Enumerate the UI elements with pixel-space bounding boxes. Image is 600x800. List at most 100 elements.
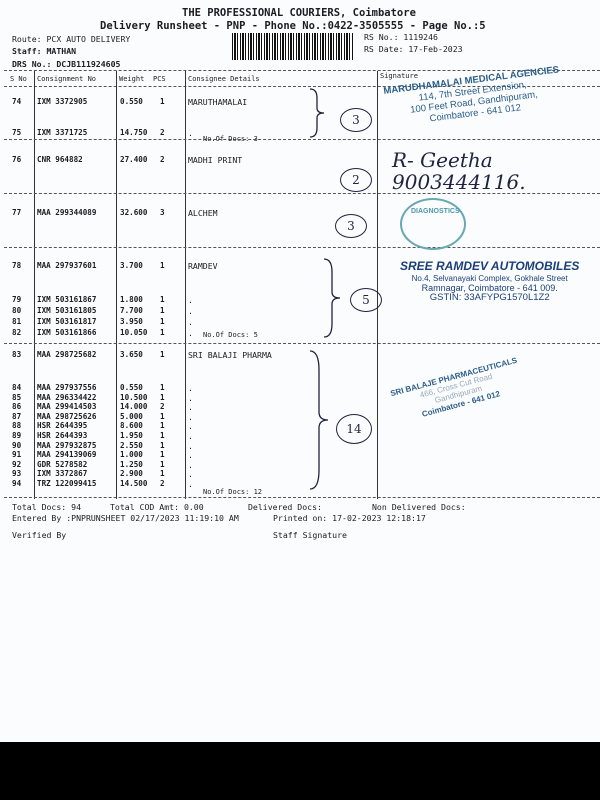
cell-pcs: 1 — [160, 328, 165, 337]
cell-wt: 0.550 — [120, 97, 143, 106]
cell-sno: 79 — [12, 295, 22, 304]
col-pcs: PCS — [153, 75, 166, 83]
cell-cn: MAA 299344089 — [37, 208, 97, 217]
col-sno: S No — [10, 75, 27, 83]
cell-wt: 3.650 — [120, 350, 143, 359]
brace-mark — [323, 258, 341, 338]
cell-wt: 1.950 — [120, 431, 143, 440]
handwritten-count: 5 — [350, 288, 382, 312]
cell-consignee: . — [188, 479, 193, 489]
total-cod: Total COD Amt: 0.00 — [110, 502, 204, 512]
cell-cn: CNR 964882 — [37, 155, 83, 164]
cell-wt: 1.800 — [120, 295, 143, 304]
handwritten-count: 14 — [336, 414, 372, 444]
cell-pcs: 1 — [160, 350, 165, 359]
company-title: THE PROFESSIONAL COURIERS, Coimbatore — [182, 7, 416, 19]
cell-wt: 1.000 — [120, 450, 143, 460]
cell-cn: IXM 503161805 — [37, 306, 97, 315]
cell-cn: TRZ 122099415 — [37, 479, 97, 488]
cell-consignee: . — [188, 383, 193, 393]
cell-cn: IXM 3372867 — [37, 469, 88, 479]
cell-consignee: . — [188, 306, 193, 316]
cell-cn: MAA 299414503 — [37, 402, 97, 412]
docs-count-group3: No.Of Docs: 12 — [203, 488, 263, 496]
cell-consignee: RAMDEV — [188, 261, 218, 271]
cell-pcs: 1 — [160, 317, 165, 326]
entered-by: Entered By :PNPRUNSHEET 02/17/2023 11:19… — [12, 513, 239, 523]
cell-cn: IXM 3371725 — [37, 128, 88, 137]
cell-cn: MAA 294139069 — [37, 450, 97, 460]
cell-wt: 0.550 — [120, 383, 143, 392]
cell-sno: 89 — [12, 431, 22, 440]
cell-pcs: 1 — [160, 97, 165, 106]
cell-pcs: 1 — [160, 383, 165, 392]
cell-consignee: . — [188, 450, 193, 461]
brace-mark — [309, 350, 329, 490]
cell-sno: 94 — [12, 479, 22, 488]
cell-cn: IXM 503161866 — [37, 328, 97, 337]
cell-sno: 78 — [12, 261, 22, 270]
cell-consignee: . — [188, 328, 193, 338]
cell-wt: 32.600 — [120, 208, 148, 217]
cell-sno: 80 — [12, 306, 22, 315]
cell-pcs: 1 — [160, 306, 165, 315]
scan-edge — [0, 742, 600, 800]
cell-cn: IXM 503161817 — [37, 317, 97, 326]
stamp-sri-balaje: SRI BALAJE PHARMACEUTICALS 466, Cross Cu… — [389, 355, 519, 419]
docs-count-group2: No.Of Docs: 5 — [203, 331, 258, 339]
cell-pcs: 2 — [160, 479, 165, 488]
cell-consignee: . — [188, 402, 193, 413]
receiver-phone: 9003444116. — [392, 170, 526, 194]
cell-consignee: . — [188, 431, 193, 441]
cell-cn: IXM 3372905 — [37, 97, 88, 106]
cell-consignee: . — [188, 128, 193, 138]
cell-cn: MAA 297937556 — [37, 383, 97, 392]
cell-pcs: 1 — [160, 450, 165, 460]
handwritten-count: 3 — [340, 108, 372, 132]
handwritten-count: 2 — [340, 168, 372, 192]
cell-consignee: MADHI PRINT — [188, 155, 243, 165]
rs-number: RS No.: 1119246 — [364, 32, 438, 42]
cell-pcs: 2 — [160, 402, 165, 412]
col-signature: Signature — [380, 72, 418, 80]
cell-sno: 75 — [12, 128, 22, 137]
staff-signature: Staff Signature — [273, 530, 347, 540]
cell-wt: 3.700 — [120, 261, 143, 270]
cell-cn: GDR 5278582 — [37, 459, 88, 469]
cell-sno: 77 — [12, 208, 22, 217]
cell-consignee: . — [188, 459, 193, 470]
cell-consignee: . — [188, 469, 193, 480]
cell-pcs: 1 — [160, 431, 165, 440]
cell-pcs: 1 — [160, 469, 165, 479]
cell-wt: 10.500 — [120, 392, 148, 402]
cell-cn: IXM 503161867 — [37, 295, 97, 304]
cell-wt: 14.000 — [120, 402, 148, 412]
docs-count-group1: No.Of Docs: 3 — [203, 135, 258, 143]
cell-sno: 88 — [12, 421, 22, 431]
cell-wt: 2.900 — [120, 469, 143, 479]
diagnostics-stamp: DIAGNOSTICS — [400, 198, 466, 250]
cell-consignee: . — [188, 440, 193, 451]
cell-cn: HSR 2644393 — [37, 431, 88, 440]
cell-sno: 74 — [12, 97, 22, 106]
col-weight: Weight — [119, 75, 145, 83]
cell-sno: 93 — [12, 469, 22, 479]
cell-sno: 86 — [12, 402, 22, 412]
cell-wt: 14.500 — [120, 479, 148, 488]
cell-pcs: 1 — [160, 295, 165, 304]
non-delivered-docs: Non Delivered Docs: — [372, 502, 466, 512]
cell-consignee: SRI BALAJI PHARMA — [188, 350, 272, 360]
cell-consignee: . — [188, 295, 193, 305]
cell-sno: 91 — [12, 450, 22, 460]
cell-cn: HSR 2644395 — [37, 421, 88, 431]
delivered-docs: Delivered Docs: — [248, 502, 322, 512]
cell-consignee: . — [188, 411, 193, 422]
cell-sno: 81 — [12, 317, 22, 326]
cell-consignee: . — [188, 317, 193, 327]
printed-on: Printed on: 17-02-2023 12:18:17 — [273, 513, 426, 523]
cell-consignee: . — [188, 392, 193, 403]
cell-wt: 7.700 — [120, 306, 143, 315]
route: Route: PCX AUTO DELIVERY — [12, 34, 131, 44]
cell-wt: 27.400 — [120, 155, 148, 164]
